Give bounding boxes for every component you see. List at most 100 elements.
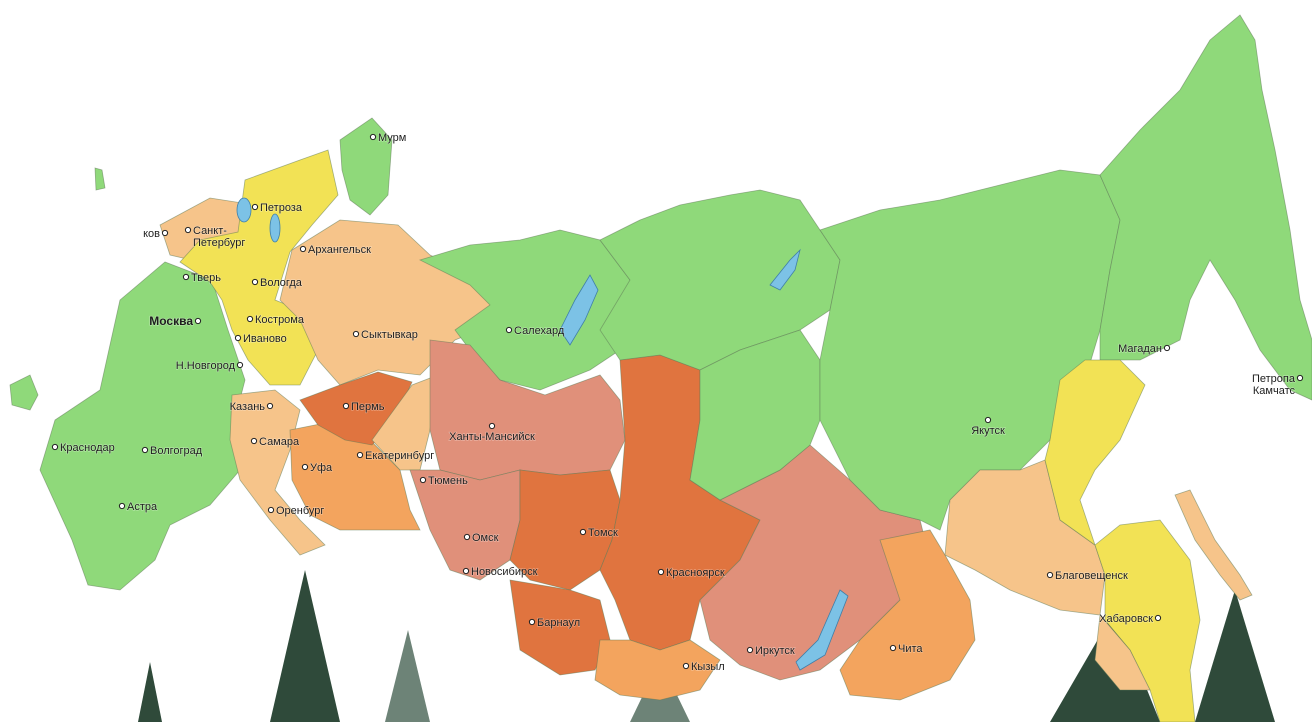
city-label-volgograd: Волгоград	[150, 445, 203, 457]
city-dot-kyzyl	[682, 662, 690, 670]
city-dot-khanty	[488, 422, 496, 430]
yenisei-gulf	[769, 248, 801, 291]
city-dot-irkutsk	[746, 646, 754, 654]
city-label-kyzyl: Кызыл	[691, 661, 725, 673]
city-dot-salekhard	[505, 326, 513, 334]
city-label-perm: Пермь	[351, 401, 385, 413]
island-kolguev	[94, 167, 106, 191]
city-dot-spb	[184, 226, 192, 234]
city-label-ivanovo: Иваново	[243, 333, 287, 345]
city-label-yakutsk: Якутск	[971, 425, 1005, 437]
city-label-tyumen: Тюмень	[428, 475, 468, 487]
city-dot-syktyvkar	[352, 330, 360, 338]
gulf-ob	[559, 274, 599, 346]
region-primorye	[1094, 614, 1151, 691]
region-arkhangelsk-komi	[279, 219, 521, 386]
city-dot-khabarovsk	[1154, 614, 1162, 622]
city-label-krasnoyarsk: Красноярск	[666, 567, 725, 579]
city-label-syktyvkar: Сыктывкар	[361, 329, 418, 341]
lake-ladoga	[236, 197, 252, 223]
region-taimyr	[599, 189, 841, 371]
city-label-petrozavodsk: Петроза	[260, 202, 303, 214]
regions	[9, 14, 1312, 722]
city-dot-orenburg	[267, 506, 275, 514]
city-dot-blagoveshchensk	[1046, 571, 1054, 579]
city-dot-nnovgorod	[236, 361, 244, 369]
city-label-salekhard: Салехард	[514, 325, 565, 337]
city-dot-novosibirsk	[462, 567, 470, 575]
city-dot-vologda	[251, 278, 259, 286]
region-murmansk	[339, 117, 393, 216]
city-label-tomsk: Томск	[588, 527, 618, 539]
fir-tree-1	[138, 662, 162, 722]
city-label-novosibirsk: Новосибирск	[471, 566, 538, 578]
city-dot-petropavlovsk	[1296, 374, 1304, 382]
city-label-kostroma: Кострома	[255, 314, 305, 326]
city-dot-astrakhan	[118, 502, 126, 510]
city-dot-chita	[889, 644, 897, 652]
city-label-kazan: Казань	[230, 401, 266, 413]
city-label-nnovgorod: Н.Новгород	[176, 360, 236, 372]
fir-tree-6	[1195, 590, 1275, 722]
city-dot-tver	[182, 273, 190, 281]
water-bodies	[236, 197, 849, 671]
region-khabarovsk	[1044, 359, 1201, 722]
region-kaliningrad	[9, 374, 39, 411]
region-yamal	[418, 229, 646, 391]
city-dot-ekaterinburg	[356, 451, 364, 459]
fir-tree-3	[385, 630, 430, 722]
city-dot-ufa	[301, 463, 309, 471]
region-zabaikalye	[839, 529, 976, 701]
region-far-northeast	[1099, 14, 1312, 401]
city-label-samara: Самара	[259, 436, 300, 448]
region-tyva	[594, 639, 721, 701]
lake-onega	[269, 213, 281, 243]
city-label-chita: Чита	[898, 643, 923, 655]
region-yakutia	[819, 169, 1121, 531]
city-label-vologda: Вологда	[260, 277, 303, 289]
lake-baikal	[795, 589, 849, 671]
city-dot-yakutsk	[984, 416, 992, 424]
city-label-pskov: ков	[143, 228, 160, 240]
city-dot-moscow	[194, 317, 202, 325]
city-label-ufa: Уфа	[310, 462, 333, 474]
region-karelia-yellow	[179, 149, 339, 386]
city-label-barnaul: Барнаул	[537, 617, 580, 629]
region-sakhalin	[1174, 489, 1253, 601]
city-label-arkhangelsk: Архангельск	[308, 244, 371, 256]
city-label-krasnodar: Краснодар	[60, 442, 115, 454]
city-label-moscow: Москва	[149, 314, 193, 328]
city-label-spb: Санкт-Петербург	[193, 225, 245, 249]
city-dot-ivanovo	[234, 334, 242, 342]
city-dot-petrozavodsk	[251, 203, 259, 211]
city-dot-magadan	[1163, 344, 1171, 352]
city-dot-barnaul	[528, 618, 536, 626]
city-dot-samara	[250, 437, 258, 445]
region-central-south	[39, 261, 246, 591]
region-volga-peach	[229, 389, 326, 556]
city-dot-krasnoyarsk	[657, 568, 665, 576]
city-label-magadan: Магадан	[1118, 343, 1162, 355]
city-dot-perm	[342, 402, 350, 410]
city-dot-krasnodar	[51, 443, 59, 451]
city-dot-tyumen	[419, 476, 427, 484]
city-label-tver: Тверь	[191, 272, 221, 284]
city-label-murmansk: Мурм	[378, 132, 406, 144]
city-dot-kazan	[266, 402, 274, 410]
fir-tree-2	[270, 570, 340, 722]
city-label-astrakhan: Астра	[127, 501, 158, 513]
city-label-blagoveshchensk: Благовещенск	[1055, 570, 1128, 582]
city-dot-volgograd	[141, 446, 149, 454]
city-dot-pskov	[161, 229, 169, 237]
city-label-khanty: Ханты-Мансийск	[449, 431, 535, 443]
city-label-irkutsk: Иркутск	[755, 645, 795, 657]
city-label-khabarovsk: Хабаровск	[1099, 613, 1153, 625]
city-dot-omsk	[463, 533, 471, 541]
city-dot-arkhangelsk	[299, 245, 307, 253]
city-label-orenburg: Оренбург	[276, 505, 324, 517]
city-dot-kostroma	[246, 315, 254, 323]
